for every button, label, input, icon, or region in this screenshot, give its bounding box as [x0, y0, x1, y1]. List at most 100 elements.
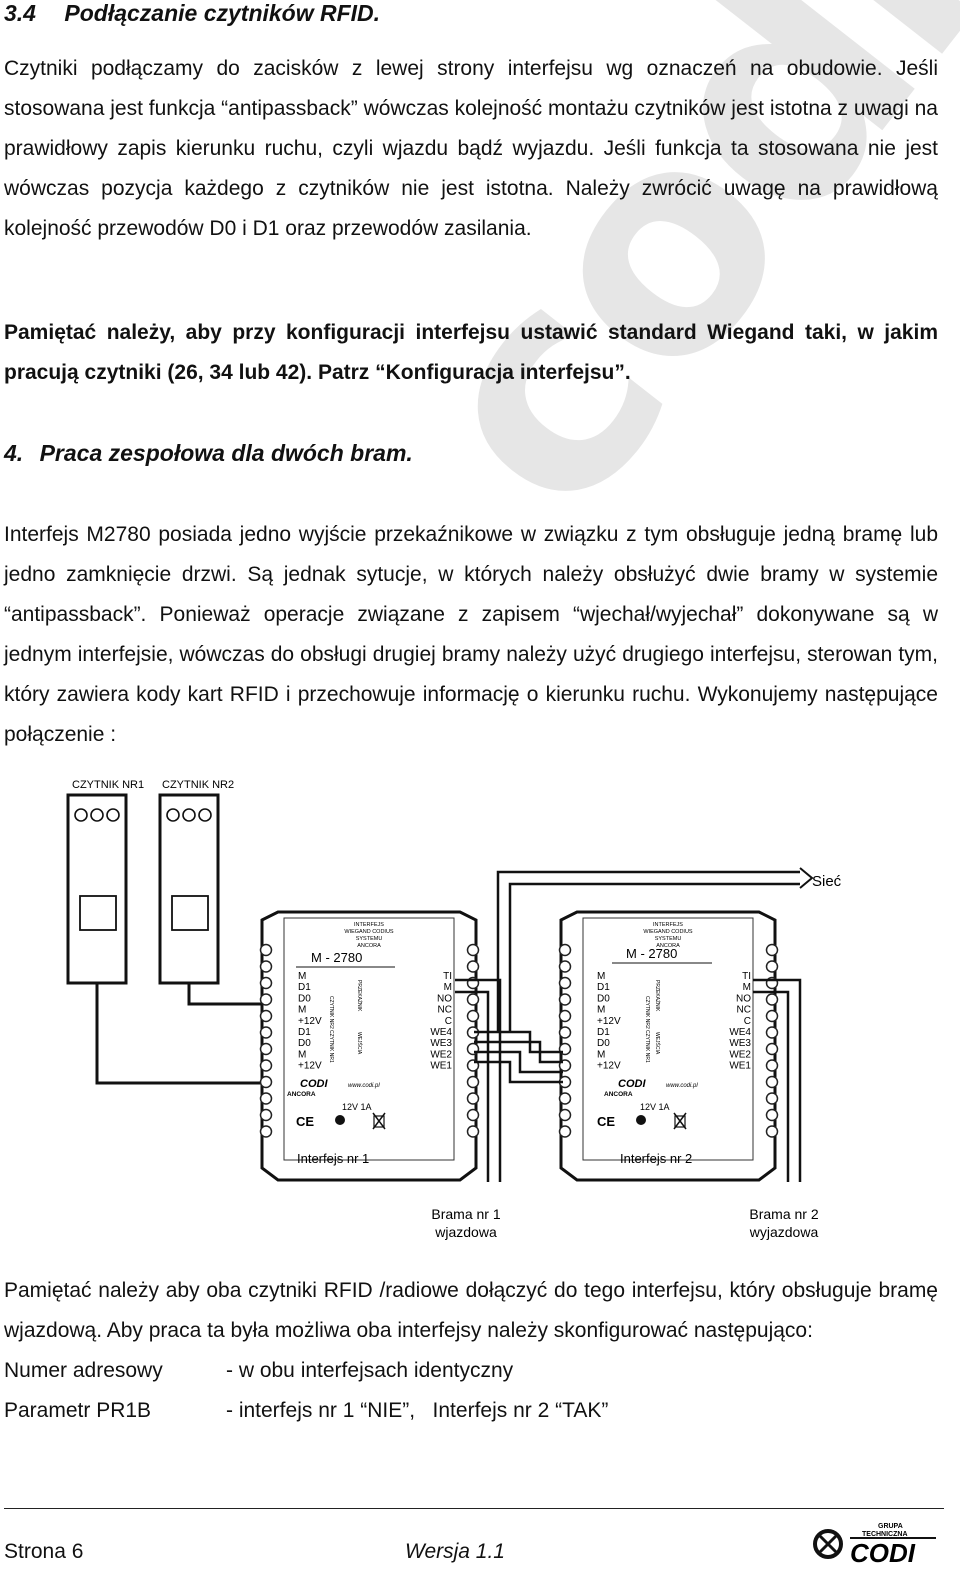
terminal-screw [765, 1075, 779, 1089]
reader1-body [66, 793, 128, 985]
setting-param-2: Parametr PR1B [4, 1399, 152, 1422]
svg-text:WIEGAND CODIUS: WIEGAND CODIUS [344, 929, 394, 935]
left-terminal-label: D1 [597, 1027, 610, 1038]
version-label: Wersja 1.1 [405, 1540, 505, 1563]
gate2-type: wyjazdowa [749, 1224, 819, 1240]
right-terminal-label: WE4 [430, 1027, 452, 1038]
left-terminal-label: M [597, 1005, 605, 1016]
left-terminal-label: D0 [298, 1038, 311, 1049]
svg-text:12V 1A: 12V 1A [640, 1102, 670, 1112]
svg-text:SYSTEMU: SYSTEMU [655, 936, 682, 942]
svg-text:WEJŚCIA: WEJŚCIA [654, 1032, 662, 1055]
reader2-label: CZYTNIK NR2 [162, 779, 234, 791]
terminal-screw [259, 1108, 273, 1122]
svg-text:CZYTNIK NR2: CZYTNIK NR2 [328, 996, 334, 1029]
terminal-screw [466, 960, 480, 973]
gate2-label: Brama nr 2 [749, 1206, 818, 1222]
right-terminal-label: NO [437, 993, 452, 1004]
terminal-screw [765, 1026, 779, 1039]
terminal-screw [466, 1125, 480, 1138]
model-label: M - 2780 [626, 946, 677, 961]
svg-text:TECHNICZNA: TECHNICZNA [862, 1531, 908, 1538]
svg-text:CODI: CODI [618, 1078, 646, 1090]
setting-value-2: - interfejs nr 1 “NIE”, Interfejs nr 2 “… [226, 1399, 609, 1422]
terminal-screw [558, 1026, 572, 1039]
gate1-type: wjazdowa [434, 1224, 497, 1240]
svg-text:ANCORA: ANCORA [287, 1091, 316, 1098]
terminal-screw [765, 1125, 779, 1138]
left-terminal-label: +12V [597, 1016, 621, 1027]
left-terminal-label: D0 [597, 1038, 610, 1049]
svg-text:WIEGAND CODIUS: WIEGAND CODIUS [643, 929, 693, 935]
terminal-screw [259, 1075, 273, 1089]
svg-text:ANCORA: ANCORA [656, 943, 680, 949]
svg-text:INTERFEJS: INTERFEJS [354, 922, 384, 928]
left-terminal-label: M [298, 1005, 306, 1016]
interface2-device: INTERFEJS WIEGAND CODIUS SYSTEMU ANCORA … [558, 910, 779, 1182]
terminal-screw [259, 976, 273, 990]
paragraph-wiegand-note: Pamiętać należy, aby przy konfiguracji i… [4, 321, 938, 384]
terminal-screw [259, 1125, 273, 1138]
section-number: 3.4 [4, 0, 36, 26]
paragraph-readers: Czytniki podłączamy do zacisków z lewej … [4, 57, 938, 240]
terminal-screw [259, 1026, 273, 1039]
svg-text:CZYTNIK NR2: CZYTNIK NR2 [644, 996, 650, 1029]
interface1-label: Interfejs nr 1 [297, 1151, 369, 1166]
terminal-screw [765, 1042, 779, 1056]
svg-text:ANCORA: ANCORA [357, 943, 381, 949]
right-terminal-label: WE2 [729, 1049, 751, 1060]
page-number: Strona 6 [4, 1540, 84, 1563]
terminal-screw [259, 1009, 273, 1023]
left-terminal-label: M [298, 1049, 306, 1060]
codi-logo: GRUPA TECHNICZNA CODI [813, 1523, 936, 1566]
terminal-screw [765, 993, 779, 1006]
svg-text:www.codi.pl: www.codi.pl [348, 1083, 380, 1089]
terminal-screw [466, 1092, 480, 1105]
left-terminal-label: D1 [597, 982, 610, 993]
terminal-screw [558, 960, 572, 973]
svg-text:CZYTNIK NR1: CZYTNIK NR1 [328, 1030, 334, 1063]
right-terminal-label: WE3 [729, 1038, 751, 1049]
left-terminal-label: M [597, 1049, 605, 1060]
left-terminal-label: D1 [298, 1027, 311, 1038]
svg-text:CODI: CODI [850, 1538, 916, 1566]
right-terminal-label: WE1 [729, 1061, 751, 1072]
terminal-screw [259, 960, 273, 973]
right-terminal-label: NC [438, 1005, 452, 1016]
terminal-screw [259, 1042, 273, 1056]
right-terminal-label: WE2 [430, 1049, 452, 1060]
right-terminal-label: WE4 [729, 1027, 751, 1038]
left-terminal-label: +12V [298, 1016, 322, 1027]
paragraph-two-gates: Interfejs M2780 posiada jedno wyjście pr… [4, 523, 938, 746]
terminal-screw [765, 960, 779, 973]
right-terminal-label: M [444, 982, 452, 993]
svg-text:PRZEKAŹNIK: PRZEKAŹNIK [356, 980, 363, 1012]
setting-param-1: Numer adresowy [4, 1359, 163, 1382]
terminal-screw [558, 993, 572, 1006]
svg-text:CE: CE [597, 1114, 615, 1129]
terminal-screw [765, 1059, 779, 1072]
right-terminal-label: WE3 [430, 1038, 452, 1049]
terminal-screw [259, 1092, 273, 1105]
section-title: Podłączanie czytników RFID. [64, 0, 381, 26]
chapter-number: 4. [4, 440, 24, 466]
svg-text:CE: CE [296, 1114, 314, 1129]
terminal-screw [466, 943, 480, 957]
terminal-screw [558, 943, 572, 957]
footer-divider [4, 1508, 944, 1509]
terminal-screw [259, 943, 273, 957]
terminal-screw [466, 1009, 480, 1023]
terminal-screw [558, 1009, 572, 1023]
terminal-screw [259, 1059, 273, 1072]
right-terminal-label: C [744, 1016, 751, 1027]
right-terminal-label: C [445, 1016, 452, 1027]
svg-text:PRZEKAŹNIK: PRZEKAŹNIK [654, 980, 661, 1012]
right-terminal-label: WE1 [430, 1061, 452, 1072]
right-terminal-label: M [743, 982, 751, 993]
svg-text:SYSTEMU: SYSTEMU [356, 936, 383, 942]
svg-text:INTERFEJS: INTERFEJS [653, 922, 683, 928]
wiring-diagram: CZYTNIK NR1 CZYTNIK NR2 Sieć INTERFEJS W… [66, 779, 842, 1240]
svg-text:WEJŚCIA: WEJŚCIA [356, 1032, 364, 1055]
setting-value-1: - w obu interfejsach identyczny [226, 1359, 514, 1382]
terminal-screw [466, 1108, 480, 1122]
